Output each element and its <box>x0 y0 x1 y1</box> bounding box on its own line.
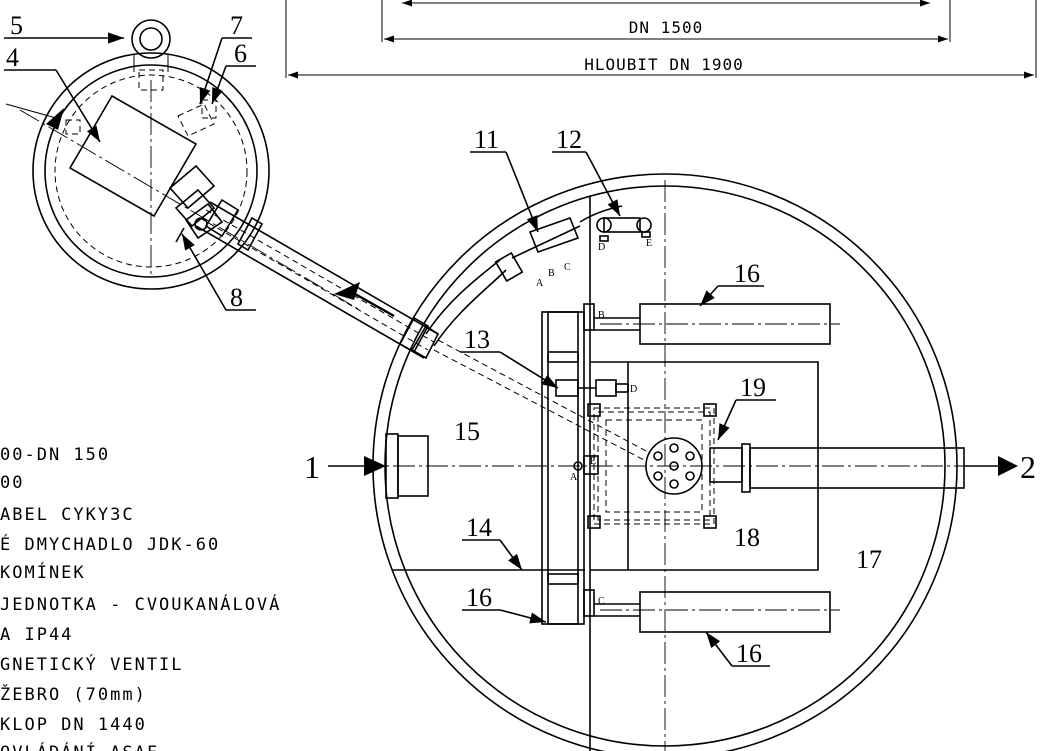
callout-19: 19 <box>740 373 766 402</box>
connecting-pipe <box>195 198 440 360</box>
callout-2-outlet: 2 <box>1020 449 1036 485</box>
callout-8: 8 <box>230 283 243 312</box>
valve-letter-c: C <box>564 262 571 273</box>
callout-5: 5 <box>10 11 23 40</box>
flow-arrow-pipe <box>334 282 360 300</box>
valve-letter-d-13: D <box>630 384 637 395</box>
dimension-dn1500: DN 1500 <box>629 18 703 37</box>
callout-1-inlet: 1 <box>304 449 320 485</box>
callout-18: 18 <box>734 523 760 552</box>
callout-11: 11 <box>474 125 499 154</box>
callout-15: 15 <box>454 417 480 446</box>
valve-letter-b-tube: B <box>598 310 605 321</box>
dimension-hloubit: HLOUBIT DN 1900 <box>584 55 744 74</box>
blower-tank <box>19 19 361 311</box>
callout-16-bottom: 16 <box>736 639 762 668</box>
flow-arrow-pipe-shaft <box>347 288 395 318</box>
valve-letter-d: D <box>598 242 605 253</box>
legend-line-6: JEDNOTKA - CVOUKANÁLOVÁ <box>0 593 281 615</box>
legend-line-2: 00 <box>0 473 24 493</box>
callout-16-left: 16 <box>466 583 492 612</box>
callout-4: 4 <box>6 43 19 72</box>
valve-letter-c-tube: C <box>598 596 605 607</box>
flow-arrow-left <box>46 108 64 130</box>
callout-17: 17 <box>856 545 882 574</box>
legend-line-5: KOMÍNEK <box>0 561 86 583</box>
valve-letter-e-15: E <box>590 456 596 467</box>
valve-letter-a: A <box>536 278 544 289</box>
legend-line-1: 00-DN 150 <box>0 445 110 465</box>
flow-arrows-main <box>328 456 1018 476</box>
dimension-lines <box>285 0 1037 79</box>
legend-line-9: ŽEBRO (70mm) <box>0 683 147 705</box>
legend-line-10: KLOP DN 1440 <box>0 715 147 735</box>
leader-lines <box>4 32 776 667</box>
legend-line-8: GNETICKÝ VENTIL <box>0 653 184 675</box>
inlet-line-left <box>5 103 57 119</box>
main-tank <box>360 173 990 751</box>
callout-6: 6 <box>234 39 247 68</box>
legend-line-4: É DMYCHADLO JDK-60 <box>0 533 220 555</box>
legend-line-11: OVLÁDÁNÍ ASAF <box>0 741 159 751</box>
legend: 00-DN 150 00 ABEL CYKY3C É DMYCHADLO JDK… <box>0 445 281 751</box>
callout-13: 13 <box>464 325 490 354</box>
valve-letter-b: B <box>548 268 555 279</box>
valve-letter-a-15: A <box>570 472 578 483</box>
legend-line-7: A IP44 <box>0 625 73 645</box>
callout-16-top: 16 <box>734 259 760 288</box>
legend-line-3: ABEL CYKY3C <box>0 505 135 525</box>
callout-14: 14 <box>466 513 492 542</box>
callout-12: 12 <box>556 125 582 154</box>
valve-letter-e: E <box>646 238 652 249</box>
callout-7: 7 <box>230 11 243 40</box>
